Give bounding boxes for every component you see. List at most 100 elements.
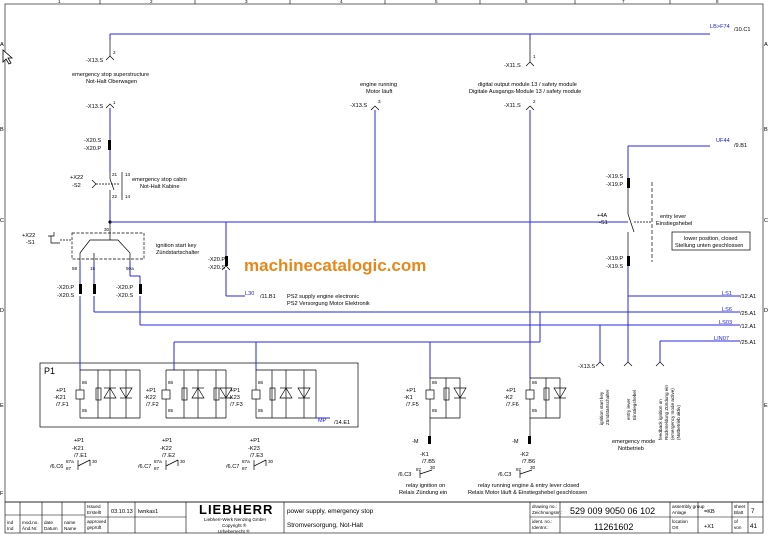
column-label: 1 <box>58 0 61 4</box>
pin-label: 87 <box>242 466 248 471</box>
signal-ref: /12.A1 <box>740 294 756 300</box>
contact-ref-k23: +P1 -K23 /7.E3 87a 87 30 /6.C7 <box>226 438 274 471</box>
tb-label: Anlage <box>672 510 687 515</box>
ground-label: -M <box>412 439 419 445</box>
column-label: 5 <box>435 0 438 4</box>
tb-label: ind <box>7 520 14 525</box>
signal-ref: /25.A1 <box>740 311 756 317</box>
relay-box: +P1 <box>506 388 516 394</box>
plug-symbol <box>139 284 142 294</box>
tb-label: mod.no. <box>22 520 39 525</box>
device-label: -S2 <box>72 183 81 189</box>
terminal-label: -X19.P <box>606 182 623 188</box>
bus-ls6: LS6 /25.A1 <box>710 307 756 317</box>
pin-label: 87 <box>66 466 72 471</box>
tb-date: 03.10.13 <box>111 509 133 515</box>
module-label: P1 <box>44 366 55 376</box>
connector-symbol <box>105 103 115 109</box>
row-label: D <box>764 308 768 314</box>
connector-symbol <box>525 61 535 67</box>
description: Motor läuft <box>366 89 393 95</box>
column-label: 3 <box>245 0 248 4</box>
copyright: Copyright ® <box>222 522 247 528</box>
pin-label: 86 <box>532 380 538 385</box>
relay-tag: -K1 <box>404 395 413 401</box>
bus-lb-f74: LB>F74 /10.C1 <box>109 24 750 40</box>
cursor-arrow-icon <box>2 49 14 65</box>
row-markers: A B C D E F A B C D E <box>0 42 768 497</box>
column-label: 7 <box>622 0 625 4</box>
relay-box: +P1 <box>162 438 172 444</box>
pin-label: 85 <box>532 408 538 413</box>
pin-label: 87 <box>154 466 160 471</box>
row-label: F <box>0 491 4 497</box>
ident-number: 11261602 <box>594 522 633 532</box>
row-label: B <box>764 127 768 133</box>
description: Zündstartschalter <box>156 250 199 256</box>
location-value: +X1 <box>704 524 714 530</box>
signal-ref: /12.A1 <box>740 324 756 330</box>
relay-k1: +P1 -K1 /7.F5 86 85 <box>404 377 467 436</box>
bus-uf44: UF44 /9.B1 <box>627 138 747 178</box>
key-icon <box>48 232 72 244</box>
title-block: Issued Erstellt approved geprüft 03.10.1… <box>4 501 764 534</box>
relay-tag: -K22 <box>160 446 172 452</box>
plug-symbol <box>627 178 630 188</box>
description: Digitale Ausgangs-Module 13 / safety mod… <box>469 89 581 95</box>
signal-ref: /10.C1 <box>734 27 750 33</box>
relay-k22: +P1 -K22 /7.F2 86 85 <box>144 370 233 419</box>
terminal-label: -X20.P <box>84 146 101 152</box>
signal-label: LS6 <box>722 307 732 313</box>
relay-tag: -K21 <box>72 446 84 452</box>
description: Einstiegshebel <box>632 390 637 420</box>
relay-ref: /7.E1 <box>74 453 87 459</box>
description: PS2 supply engine electronic <box>287 294 359 300</box>
pin-label: 30 <box>268 459 274 464</box>
contact-ref-k21: +P1 -K21 /7.E1 87a 87 30 /6.C6 <box>50 438 98 471</box>
pin-label: 30 <box>530 465 536 470</box>
row-label: E <box>0 403 4 409</box>
relay-box: +P1 <box>250 438 260 444</box>
pin-label: 21 <box>112 172 118 177</box>
relay-ref: /7.F1 <box>56 402 69 408</box>
column-markers: 1 2 3 4 5 6 7 8 <box>58 0 719 4</box>
pin-label: 87 <box>516 467 522 472</box>
tb-label: approved <box>87 519 107 524</box>
pin-label: 3 <box>378 99 381 104</box>
description: emergency stop superstructure <box>72 72 149 78</box>
tb-label: ident. no.: <box>532 519 552 524</box>
tb-label: Änd.Nr. <box>22 525 37 531</box>
tb-label: assembly group <box>672 504 705 509</box>
row-label: A <box>764 42 768 48</box>
description: entry lever <box>660 214 686 220</box>
column-label: 4 <box>340 0 343 4</box>
tb-label: drawing no.: <box>532 504 557 509</box>
terminal-label: -X20.S <box>84 138 101 144</box>
contact-ref: /6.C6 <box>50 464 63 470</box>
contact-ref: /6.C7 <box>226 464 239 470</box>
pin-label: 1 <box>533 54 536 59</box>
pin-label: 2 <box>113 50 116 55</box>
pin-label: 30 <box>92 459 98 464</box>
description: Relais Motor läuft & Einstiegshebel gesc… <box>468 490 587 496</box>
description: ignition start key <box>599 391 604 425</box>
pin-label: 85 <box>432 408 438 413</box>
pin-label: 87a <box>154 459 162 464</box>
pin-label: 87a <box>242 459 250 464</box>
pin-label: 30 <box>430 465 436 470</box>
relay-ref: /7.B5 <box>422 459 435 465</box>
bus-ls1: LS1 /12.A1 <box>628 291 756 300</box>
device-label: +X22 <box>22 233 35 239</box>
contact-ref: /6.C7 <box>138 464 151 470</box>
signal-ref: /25.A1 <box>740 340 756 346</box>
relay-box: +P1 <box>74 438 84 444</box>
signal-label: L30 <box>245 291 254 297</box>
terminal-label: -X20.S <box>116 293 133 299</box>
pin-label: 14 <box>125 194 131 199</box>
description: Zündstartschalter <box>605 389 610 425</box>
tb-label: geprüft <box>87 525 102 530</box>
drawing-title: Stromversorgung, Not-Halt <box>287 522 363 529</box>
bus-lin07: LIN07 /25.A1 <box>659 336 756 362</box>
connector-symbol <box>105 55 115 61</box>
terminal-label: -X20.S <box>57 293 74 299</box>
